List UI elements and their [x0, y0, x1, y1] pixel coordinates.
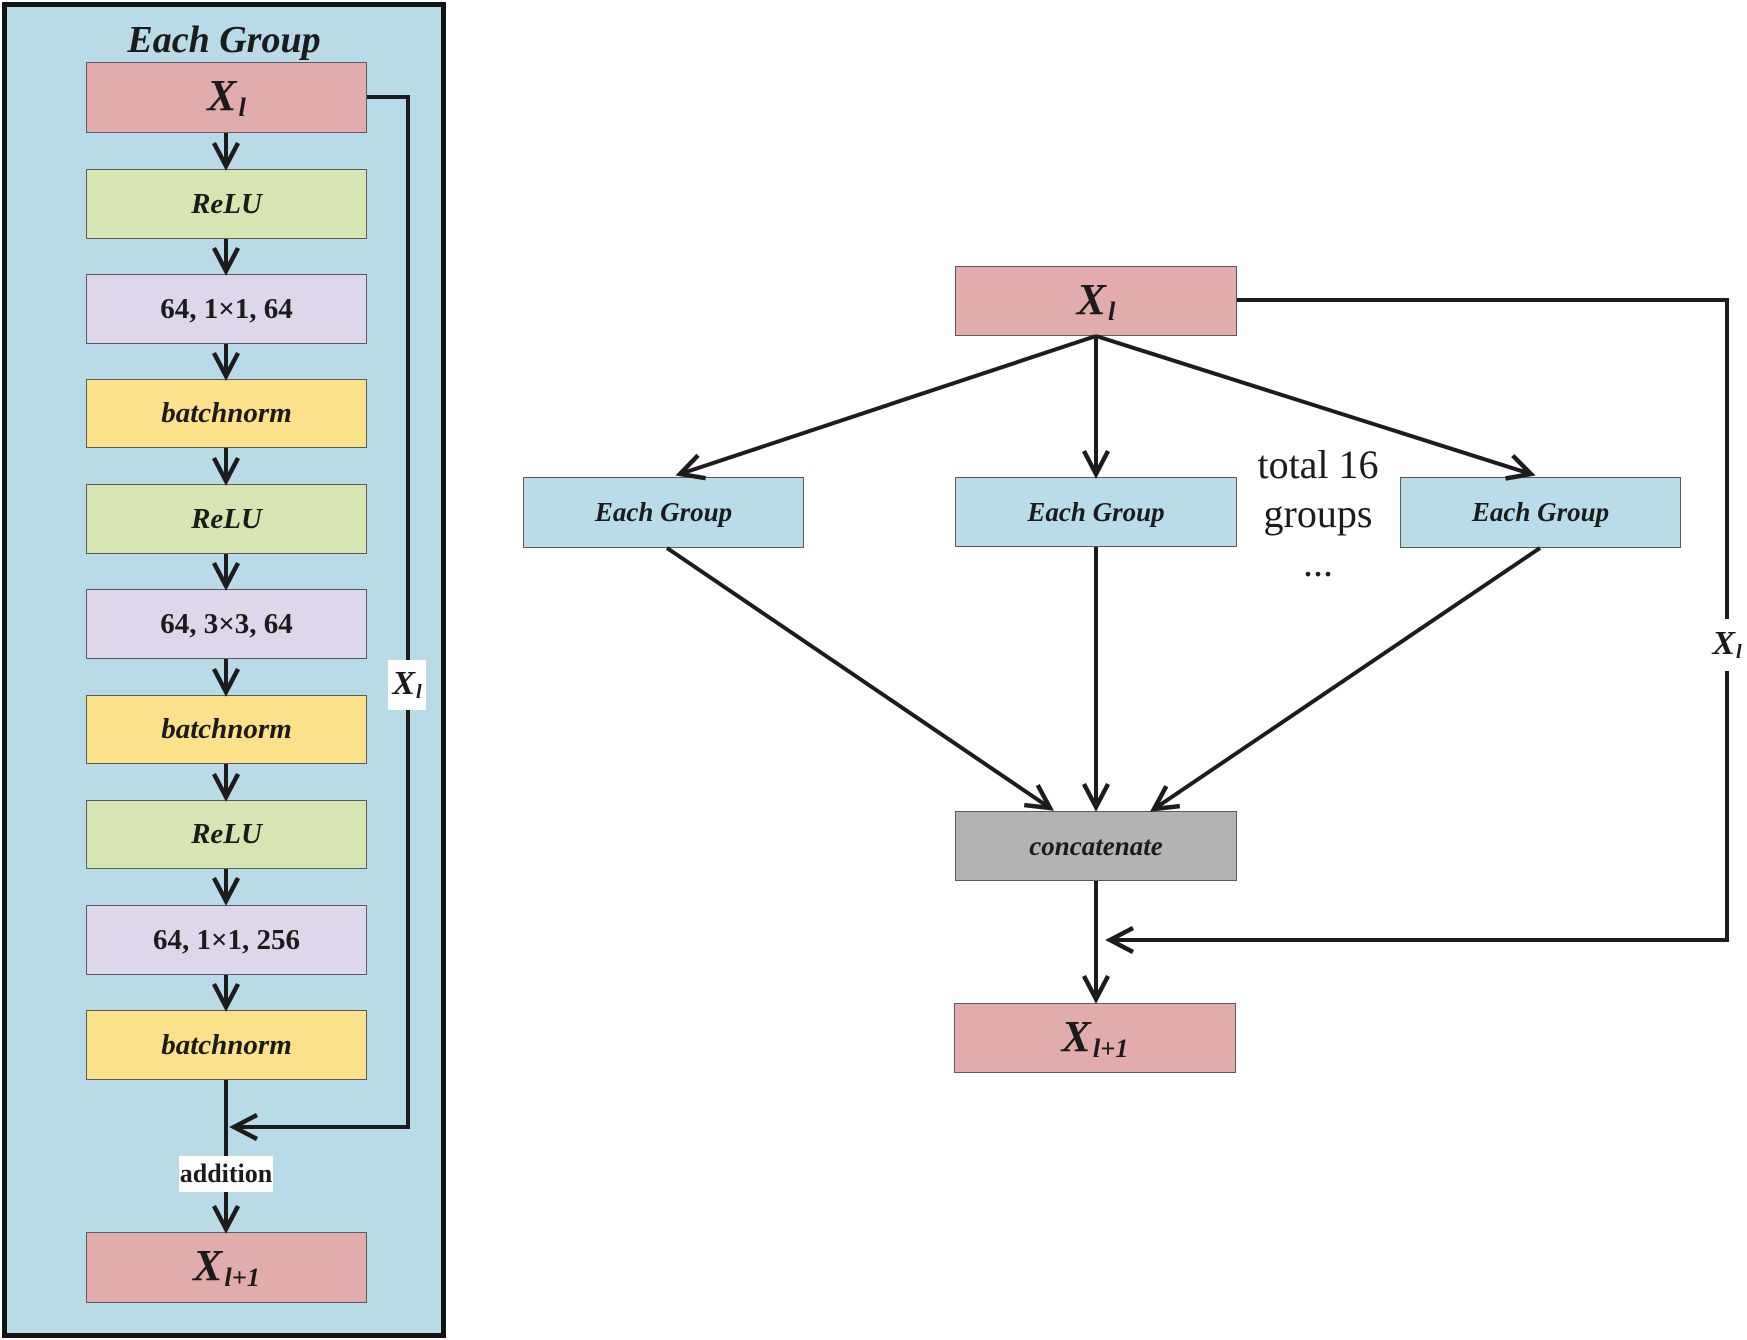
left-skip-xl-label: Xl — [388, 660, 426, 710]
block-output-xl1: Xl+1 — [86, 1232, 367, 1303]
block-batchnorm-1: batchnorm — [86, 379, 367, 448]
block-input-xl: Xl — [86, 62, 367, 133]
block-relu-1: ReLU — [86, 169, 367, 239]
each-group-box-1: Each Group — [523, 477, 804, 548]
each-group-box-3: Each Group — [1400, 477, 1681, 548]
block-relu-2: ReLU — [86, 484, 367, 554]
note-line-2: groups — [1263, 490, 1373, 536]
arrow-group1-to-concat — [665, 546, 1055, 811]
total-groups-note: total 16 groups ... — [1237, 441, 1399, 587]
arrow-xl-to-group1 — [675, 334, 1097, 481]
addition-label: addition — [179, 1156, 273, 1192]
note-line-3: ... — [1303, 539, 1333, 585]
right-input-xl-box: Xl — [955, 266, 1237, 336]
concatenate-box: concatenate — [955, 811, 1237, 881]
xl1-label: Xl+1 — [193, 1241, 260, 1293]
right-xl-label: Xl — [1076, 274, 1116, 326]
right-xl1-label: Xl+1 — [1061, 1011, 1129, 1063]
block-batchnorm-3: batchnorm — [86, 1010, 367, 1080]
block-conv-3x3-64: 64, 3×3, 64 — [86, 589, 367, 659]
block-relu-3: ReLU — [86, 800, 367, 869]
block-batchnorm-2: batchnorm — [86, 695, 367, 764]
each-group-box-2: Each Group — [955, 477, 1237, 547]
right-output-xl1-box: Xl+1 — [954, 1003, 1236, 1073]
right-skip-xl-label: Xl — [1707, 619, 1747, 671]
block-conv-1x1-256: 64, 1×1, 256 — [86, 905, 367, 975]
note-line-1: total 16 — [1257, 442, 1379, 487]
xl-label: Xl — [207, 71, 246, 123]
block-conv-1x1-64: 64, 1×1, 64 — [86, 274, 367, 344]
panel-title: Each Group — [127, 19, 321, 61]
